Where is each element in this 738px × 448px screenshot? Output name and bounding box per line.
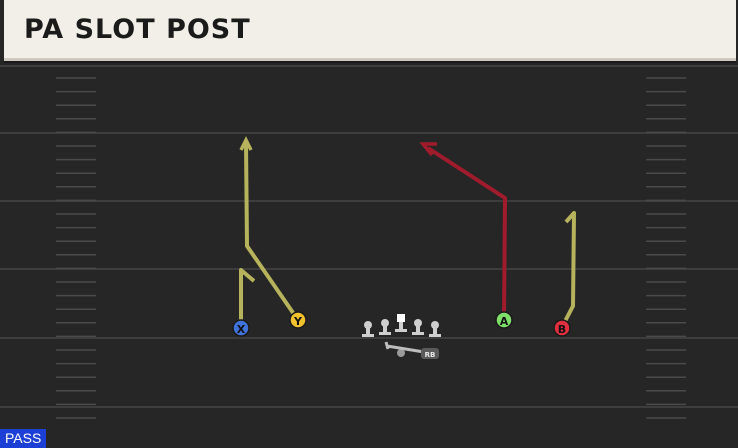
- lineman-lt: [362, 321, 374, 337]
- receivers: X Y A B: [232, 311, 571, 337]
- offensive-line: [362, 314, 441, 337]
- route-x-stop: [239, 268, 256, 326]
- receiver-b-icon[interactable]: [553, 319, 571, 337]
- backfield: RB: [384, 341, 439, 359]
- lineman-lg: [379, 319, 391, 335]
- route-a-post: [426, 146, 507, 319]
- route-y-post: [244, 142, 300, 322]
- route-y-arrowhead: [239, 136, 253, 151]
- routes: [239, 136, 576, 328]
- receiver-x-label: X: [237, 323, 246, 336]
- play-action-fake: [384, 341, 425, 354]
- play-type-badge: PASS: [0, 429, 47, 448]
- rb-label: RB: [425, 351, 436, 359]
- receiver-a-label: A: [500, 315, 509, 328]
- center: [395, 314, 407, 332]
- route-b-fade: [560, 211, 576, 328]
- receiver-x-icon[interactable]: [232, 319, 250, 337]
- receiver-x[interactable]: X: [232, 319, 250, 337]
- receiver-b-label: B: [558, 323, 566, 336]
- lineman-rg: [412, 319, 424, 335]
- yard-lines: [0, 65, 738, 408]
- receiver-y[interactable]: Y: [289, 311, 307, 329]
- rb-marker: [421, 348, 439, 359]
- receiver-b[interactable]: B: [553, 319, 571, 337]
- play-title: PA SLOT POST: [24, 14, 251, 45]
- route-a-arrowhead: [419, 142, 437, 157]
- lineman-rt: [429, 321, 441, 337]
- receiver-a[interactable]: A: [495, 311, 513, 329]
- receiver-y-icon[interactable]: [289, 311, 307, 329]
- quarterback: [397, 349, 405, 357]
- play-title-bar: PA SLOT POST: [4, 0, 736, 61]
- receiver-a-icon[interactable]: [495, 311, 513, 329]
- receiver-y-label: Y: [293, 315, 303, 328]
- hash-marks: [56, 77, 686, 419]
